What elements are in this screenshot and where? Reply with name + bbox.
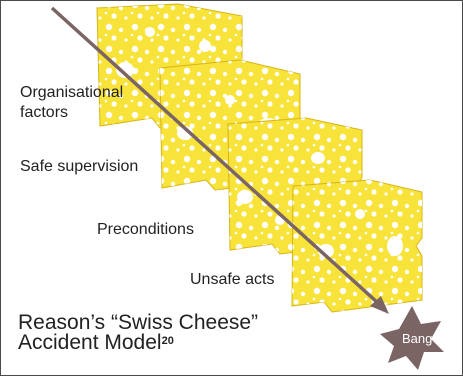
bang-label: Bang <box>402 331 433 346</box>
layer-label-4: Unsafe acts <box>190 271 275 288</box>
bang-burst-icon <box>380 306 444 370</box>
layer-label-1: Organisational factors <box>20 84 124 121</box>
diagram-caption: Reason’s “Swiss Cheese” Accident Model20 <box>18 311 259 354</box>
layer-label-2: Safe supervision <box>20 158 139 175</box>
caption-line-1: Reason’s “Swiss Cheese” <box>18 311 259 334</box>
hazard-arrow <box>50 6 389 314</box>
caption-line-2: Accident Model20 <box>18 331 174 354</box>
cheese-slice-4 <box>291 179 423 313</box>
layer-label-3: Preconditions <box>97 221 194 238</box>
reference-number: 20 <box>161 335 174 347</box>
